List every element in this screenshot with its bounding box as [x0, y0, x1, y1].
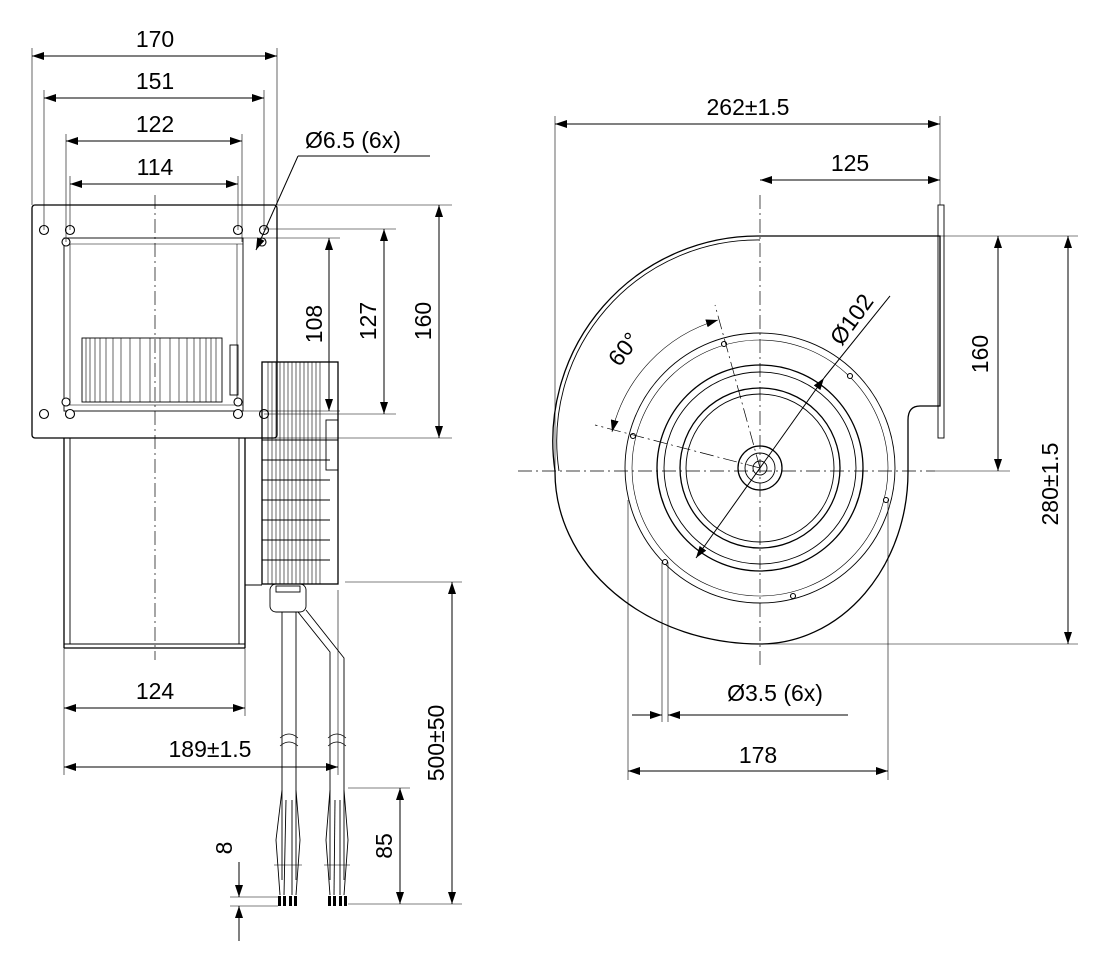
dim-outlet-height: 160: [967, 335, 993, 373]
dim-angle: 60°: [603, 327, 645, 370]
outlet-flange: [937, 204, 945, 439]
motor: [261, 361, 339, 585]
side-view-dimensions: [31, 48, 462, 941]
dim-strip-length: 85: [371, 833, 397, 859]
side-view-labels: 170 151 122 114 Ø6.5 (6x) 108 127 160 12…: [136, 26, 449, 859]
dim-height-outlet: 108: [301, 305, 327, 343]
front-view-centerlines: [518, 195, 935, 665]
flange-holes: [38, 224, 270, 420]
dim-hole-callout: Ø6.5 (6x): [305, 127, 401, 153]
dim-wire-end: 8: [211, 842, 237, 855]
dim-overall-width: 262±1.5: [707, 94, 790, 120]
front-mount-holes: [629, 340, 890, 600]
side-view: 170 151 122 114 Ø6.5 (6x) 108 127 160 12…: [31, 26, 462, 941]
front-view: 262±1.5 125 160 280±1.5 Ø102 60° Ø3.5 (6…: [518, 94, 1078, 780]
dim-overall-height: 280±1.5: [1037, 443, 1063, 526]
dim-mount-width: 178: [739, 742, 777, 768]
scroll-housing: [552, 235, 941, 645]
housing-body: [63, 438, 262, 649]
cable-assembly: [269, 583, 350, 906]
mounting-flange: [31, 204, 278, 439]
dim-height-holes: 127: [355, 302, 381, 340]
dim-mount-holes: Ø3.5 (6x): [727, 680, 823, 706]
dim-width-overall: 170: [136, 26, 174, 52]
dim-housing-width: 124: [136, 678, 175, 704]
dim-overall-depth: 189±1.5: [169, 736, 252, 762]
front-view-dimensions: [554, 116, 1078, 780]
dim-height-flange: 160: [410, 302, 436, 340]
dim-width-holes-inner: 114: [137, 154, 174, 180]
impeller-blades: [81, 337, 239, 403]
dim-center-to-outlet: 125: [831, 150, 869, 176]
dim-width-flange: 151: [136, 68, 174, 94]
dim-cable-length: 500±50: [423, 705, 449, 782]
dim-width-holes-outer: 122: [136, 111, 174, 137]
dim-impeller-diameter: Ø102: [824, 289, 878, 350]
